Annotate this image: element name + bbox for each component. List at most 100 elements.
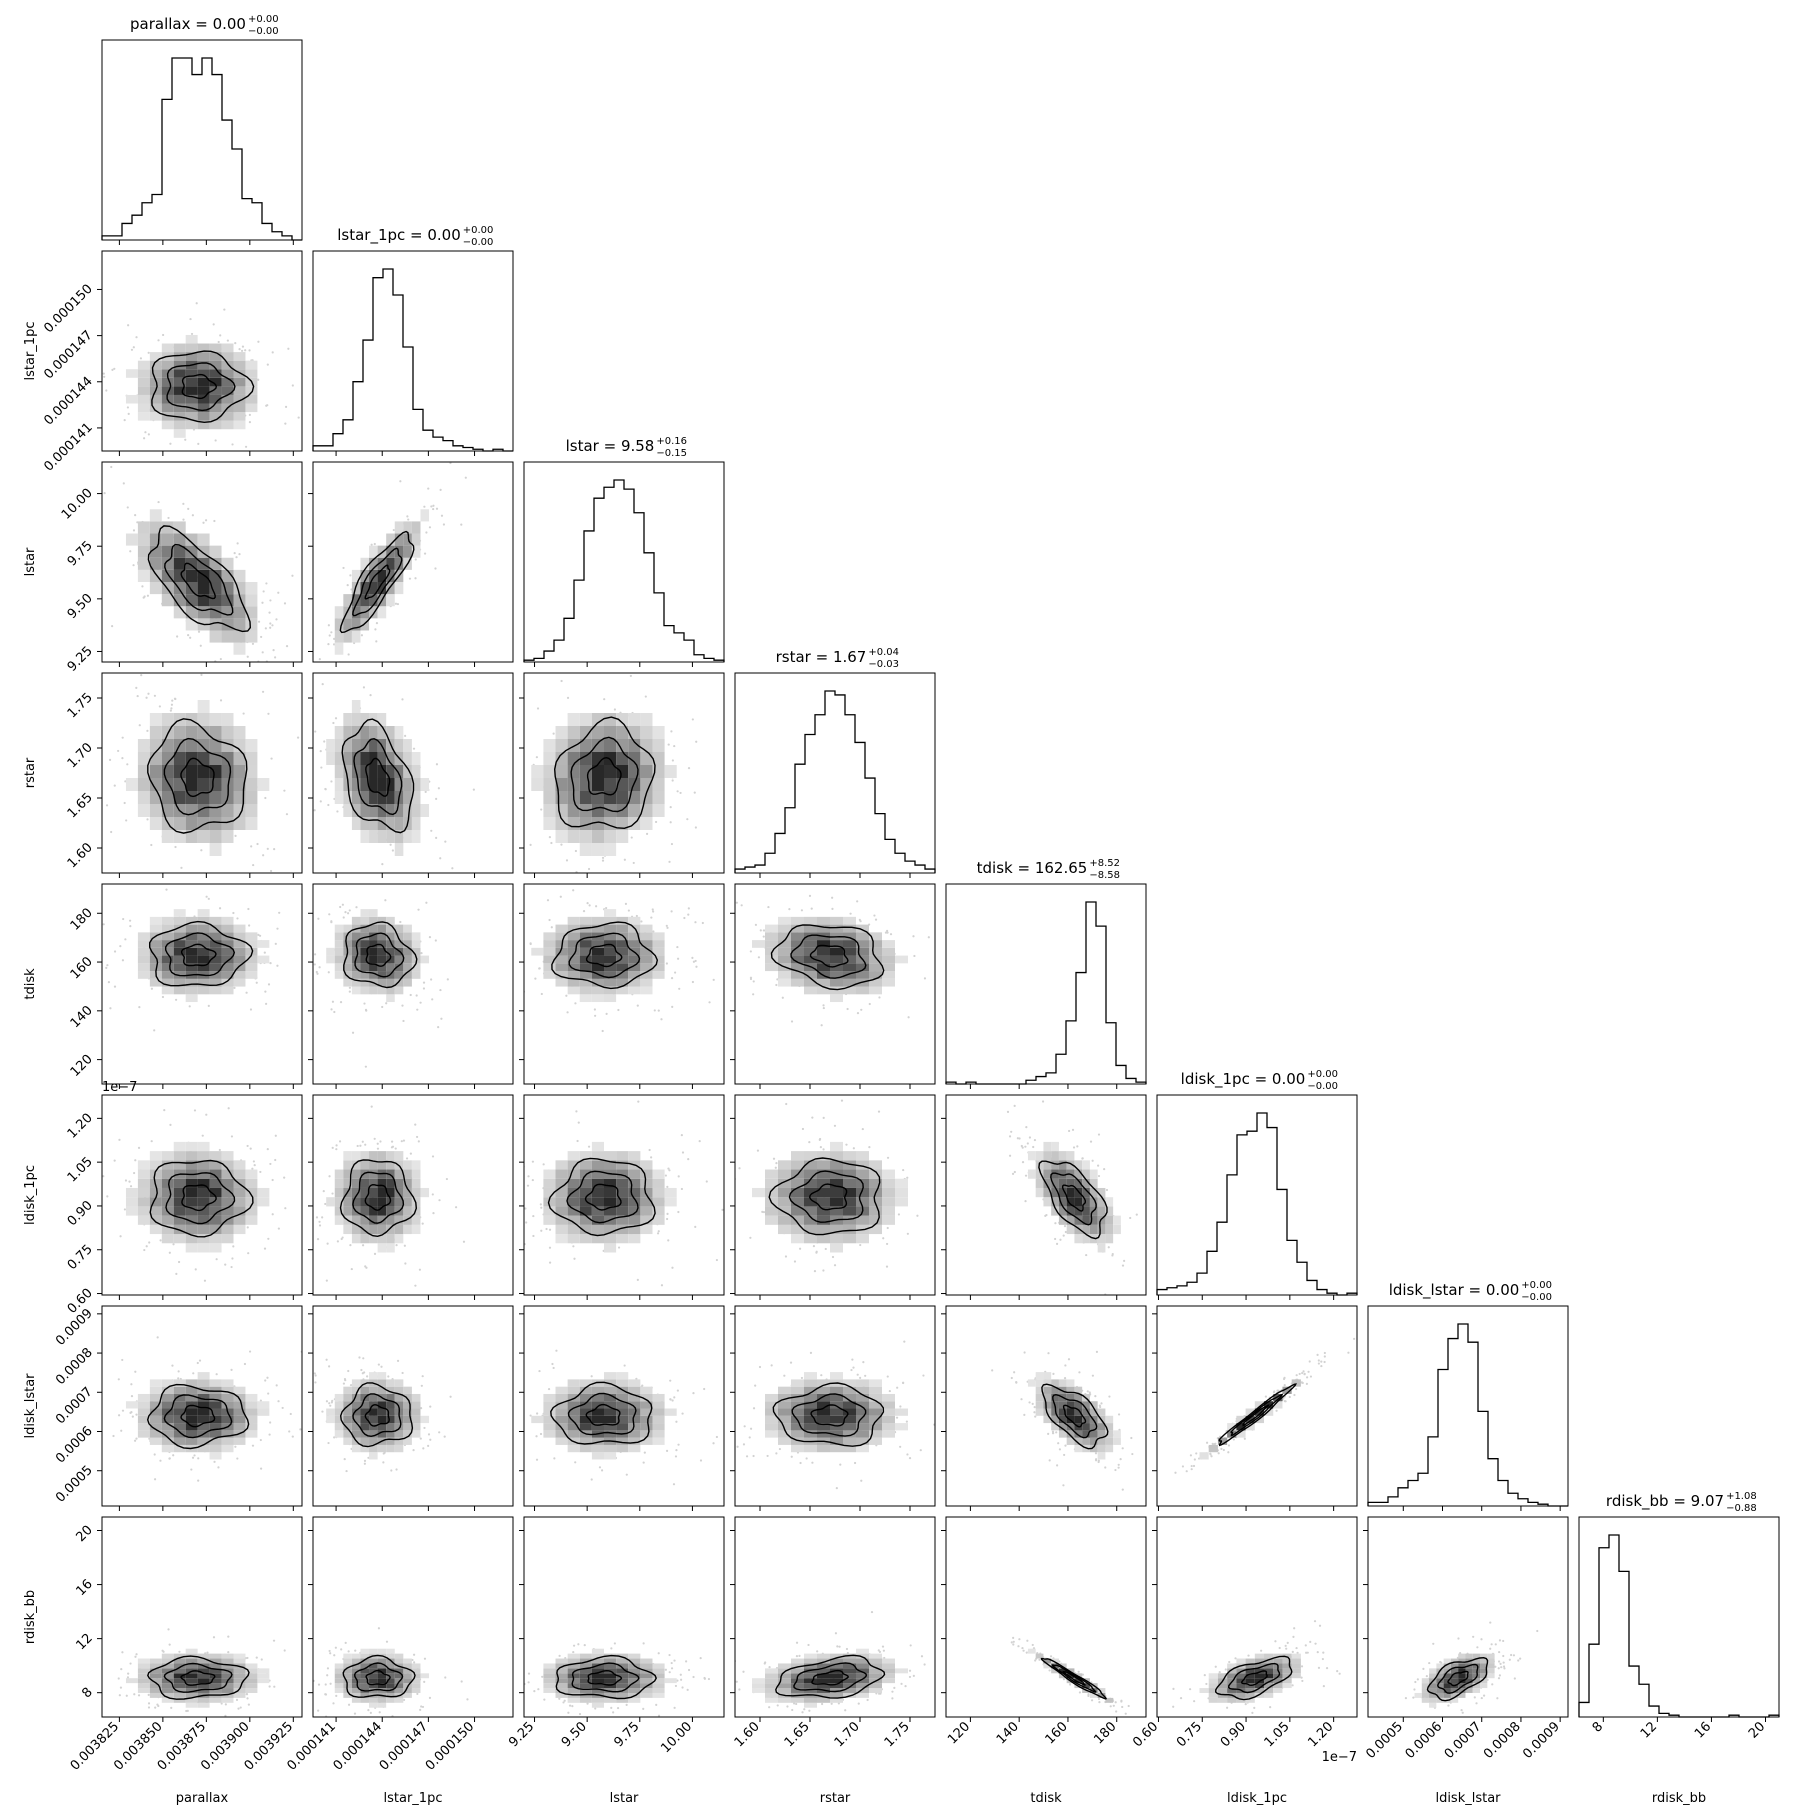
density-cell	[652, 1169, 665, 1179]
density-cell	[360, 1234, 370, 1244]
scatter-point	[936, 1216, 938, 1218]
density-cell	[245, 1423, 258, 1431]
density-cell	[149, 1437, 162, 1445]
scatter-point	[327, 624, 330, 627]
density-cell	[386, 830, 395, 843]
density-cell	[369, 817, 378, 830]
density-cell	[604, 778, 617, 791]
scatter-point	[1076, 1145, 1079, 1148]
density-cell	[209, 420, 222, 430]
density-cell	[149, 947, 162, 956]
density-cell	[197, 778, 210, 791]
density-cell	[185, 1430, 198, 1438]
density-cell	[149, 557, 162, 570]
scatter-point	[139, 357, 143, 360]
scatter-point	[575, 1110, 578, 1113]
scatter-point	[726, 1198, 728, 1200]
panel-content	[102, 888, 281, 1032]
density-cell	[137, 369, 150, 378]
density-cell	[245, 1401, 258, 1409]
contour-level-2	[164, 543, 234, 616]
density-cell	[209, 1386, 222, 1394]
density-cell	[843, 1197, 856, 1207]
scatter-point	[283, 666, 285, 668]
scatter-point	[265, 404, 268, 407]
scatter-point	[275, 618, 278, 621]
scatter-point	[593, 1008, 596, 1011]
density-cell	[604, 752, 617, 765]
density-cell	[1035, 1169, 1044, 1179]
density-cell	[161, 752, 174, 765]
scatter-point	[250, 845, 253, 848]
scatter-point	[665, 924, 668, 927]
density-cell	[843, 924, 856, 933]
density-cell	[209, 1160, 222, 1170]
scatter-point	[244, 349, 247, 352]
density-cell	[869, 947, 882, 956]
scatter-point	[1006, 1110, 1010, 1113]
density-cell	[386, 963, 395, 972]
density-cell	[125, 1206, 138, 1216]
density-cell	[233, 947, 246, 956]
density-cell	[369, 909, 378, 917]
density-cell	[616, 955, 629, 964]
density-cell	[652, 971, 665, 979]
density-cell	[149, 369, 162, 378]
density-cell	[185, 352, 198, 361]
density-cell	[377, 1197, 387, 1207]
scatter-point	[694, 959, 697, 963]
scatter-point	[460, 523, 463, 526]
scatter-point	[281, 1406, 284, 1410]
contour-level-3	[768, 1157, 881, 1236]
scatter-point	[577, 1121, 580, 1124]
density-cell	[555, 1206, 568, 1216]
density-cell	[386, 765, 395, 778]
scatter-point	[668, 1169, 671, 1172]
density-cell	[628, 1215, 641, 1225]
scatter-point	[314, 730, 317, 733]
scatter-point	[130, 1411, 133, 1414]
density-cell	[579, 978, 592, 987]
scatter-point	[224, 1263, 227, 1266]
density-cell	[791, 1178, 804, 1188]
density-cell	[616, 1215, 629, 1225]
density-cell	[233, 386, 246, 395]
scatter-point	[822, 1269, 825, 1272]
y-tick-label: 0.0005	[53, 1463, 96, 1506]
density-cell	[351, 791, 361, 804]
contour-level-1	[1061, 1184, 1086, 1212]
scatter-point	[264, 990, 267, 993]
density-cell	[856, 1169, 869, 1179]
density-cell	[591, 955, 604, 964]
scatter-point	[256, 842, 259, 846]
density-cell	[555, 830, 568, 843]
density-cell	[628, 978, 641, 987]
scatter-point	[539, 1203, 542, 1206]
density-cell	[1035, 1178, 1044, 1188]
scatter-point	[325, 1400, 329, 1403]
density-cell	[579, 791, 592, 804]
density-cell	[149, 545, 162, 558]
scatter-point	[263, 951, 266, 954]
scatter-point	[629, 674, 632, 678]
scatter-point	[356, 1144, 359, 1148]
scatter-point	[158, 705, 161, 708]
scatter-point	[572, 889, 575, 892]
density-cell	[856, 1234, 869, 1244]
density-cell	[411, 971, 421, 979]
density-cell	[604, 932, 617, 941]
scatter-point	[190, 332, 194, 336]
scatter-point	[432, 504, 435, 507]
y-tick-label: 120	[68, 1052, 96, 1080]
density-cell	[360, 765, 370, 778]
density-cell	[245, 971, 258, 979]
hist-rdisk_bb: rdisk_bb = 9.07+1.08−0.88	[1578, 1491, 1780, 1718]
scatter-point	[96, 860, 98, 862]
panel-content	[726, 1099, 938, 1273]
scatter-point	[657, 1230, 660, 1233]
density-cell	[245, 618, 258, 631]
y-tick-label: 1.65	[65, 790, 96, 821]
scatter-point	[449, 462, 452, 465]
density-cell	[804, 940, 817, 948]
density-cell	[386, 778, 395, 791]
